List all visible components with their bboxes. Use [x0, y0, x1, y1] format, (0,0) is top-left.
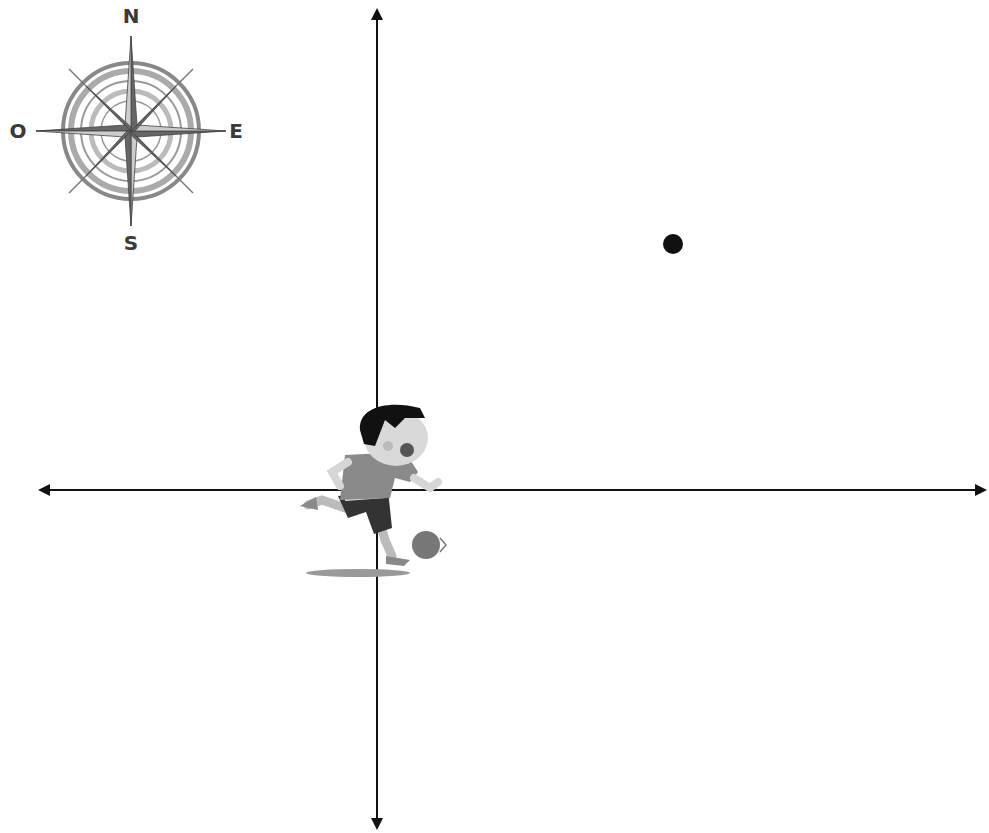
- boy-figure: [300, 405, 446, 577]
- compass-letter: N: [123, 6, 140, 26]
- compass-letter: E: [229, 121, 243, 141]
- axes: [40, 10, 985, 828]
- compass-rose: [36, 36, 226, 226]
- compass-letter: O: [9, 121, 26, 141]
- point-dot: [663, 234, 683, 254]
- compass-letter: S: [124, 233, 138, 253]
